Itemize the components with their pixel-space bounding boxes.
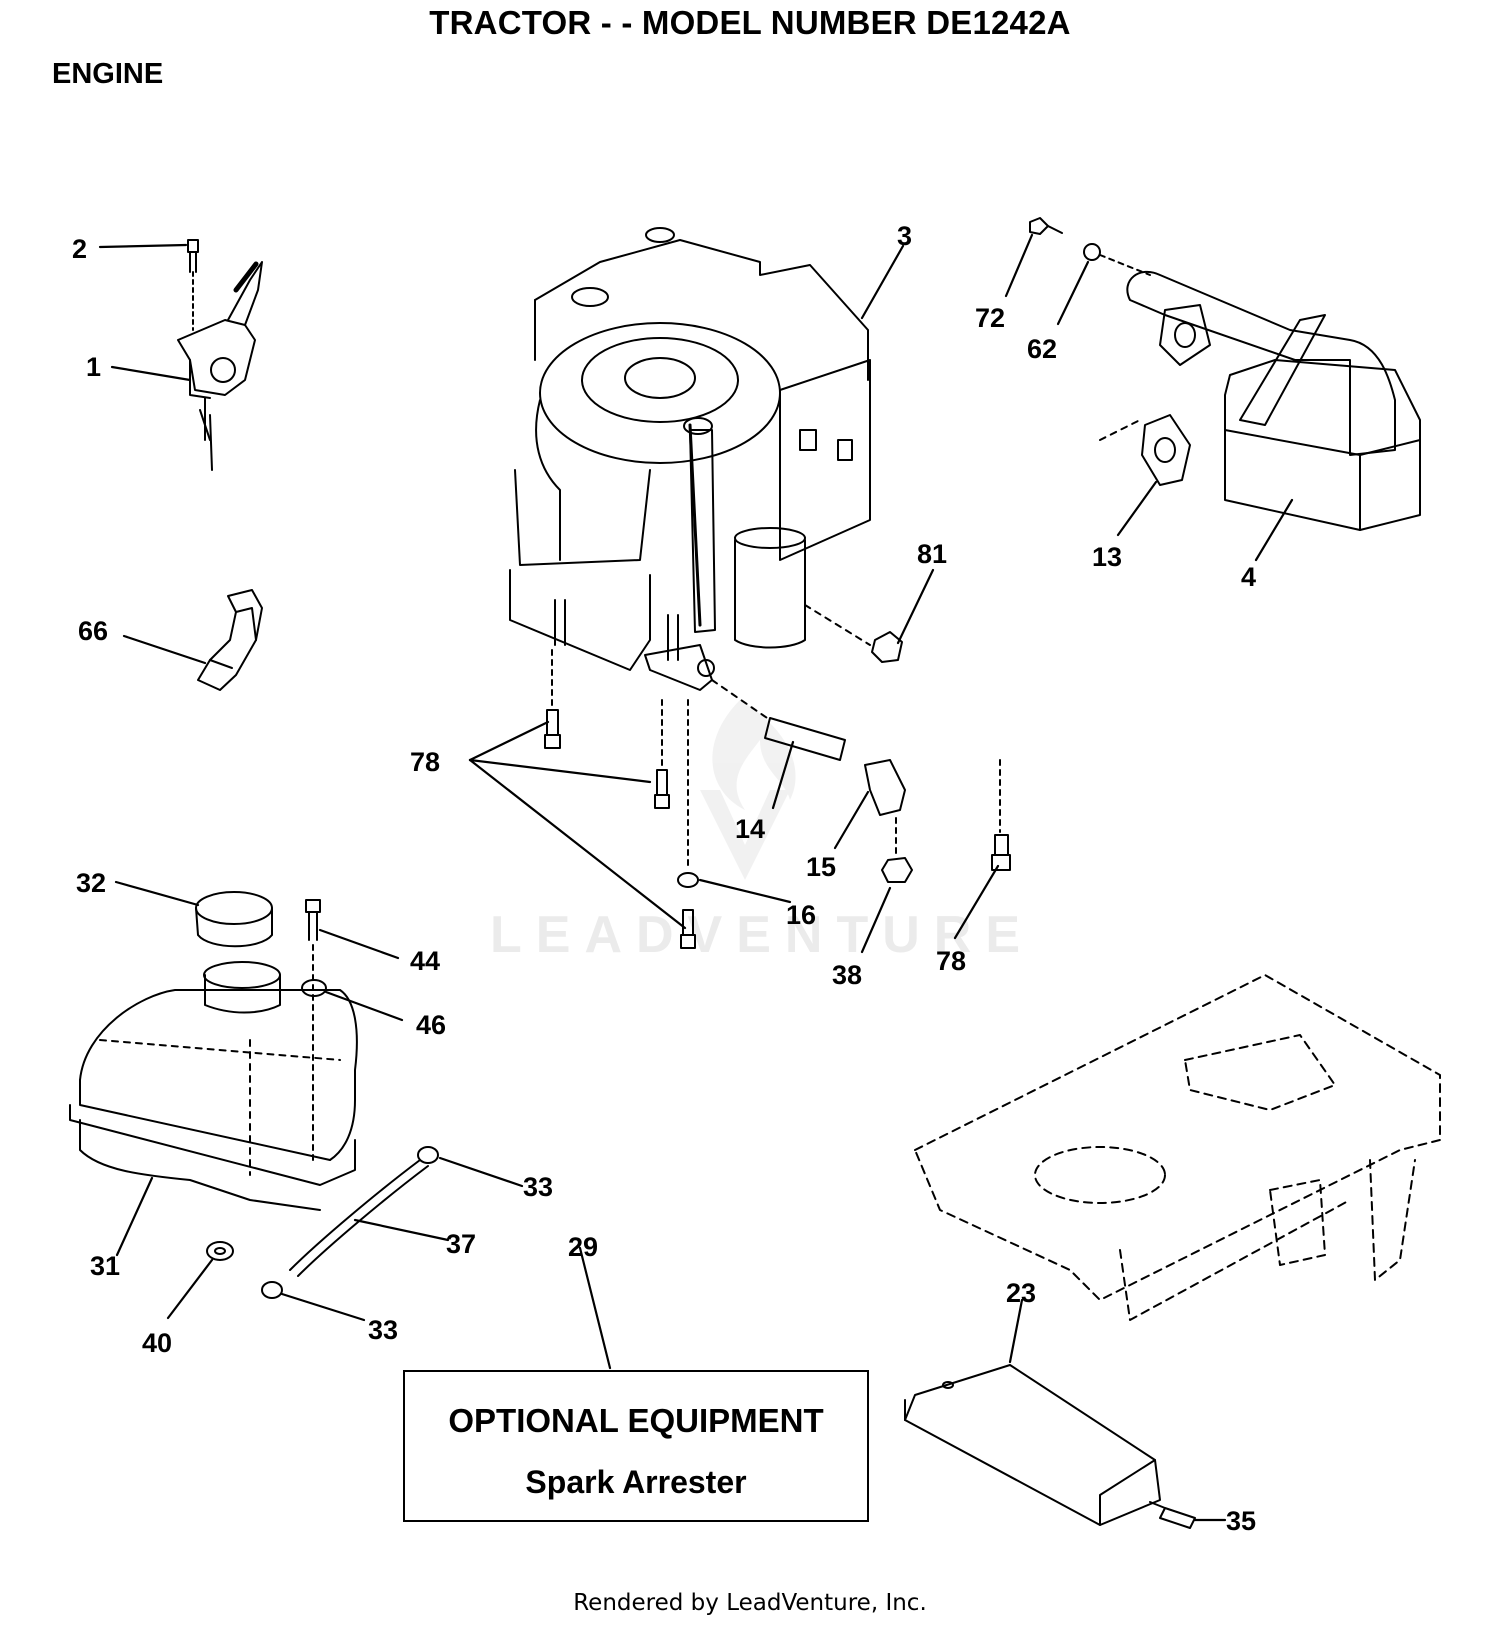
washer-part-16 [677,872,699,888]
callout-23: 23 [1006,1278,1036,1308]
bolt-part-78d [991,759,1011,871]
watermark-text: LEADVENTURE [490,906,1034,964]
callout-72: 72 [975,303,1005,333]
callout-81: 81 [917,539,947,569]
callout-labels: 2 1 66 3 72 62 13 4 81 78 14 15 16 38 78… [72,221,1256,1536]
bolt-part-78a [544,649,561,749]
spark-arrester-part-23 [904,1364,1161,1526]
callout-62: 62 [1027,334,1057,364]
callout-14: 14 [735,814,765,844]
callout-35: 35 [1226,1506,1256,1536]
callout-29: 29 [568,1232,598,1262]
callout-1: 1 [86,352,101,382]
clamp-part-33a [417,1146,439,1164]
callout-2: 2 [72,234,87,264]
footer-credit: Rendered by LeadVenture, Inc. [573,1590,927,1616]
gasket-part-13 [1099,414,1191,486]
optional-equipment-box: OPTIONAL EQUIPMENT Spark Arrester [403,1370,869,1522]
page-title: TRACTOR - - MODEL NUMBER DE1242A [429,4,1071,41]
grommet-part-40 [206,1241,234,1261]
fuel-tank-part-31 [69,961,358,1211]
callout-44: 44 [410,946,440,976]
screw-part-44 [305,899,321,1161]
fuel-cap-part-32 [195,891,273,948]
spark-arrester-label: Spark Arrester [525,1464,747,1500]
section-heading: ENGINE [52,58,164,90]
tractor-frame [914,974,1441,1321]
callout-40: 40 [142,1328,172,1358]
bolt-part-72 [1029,217,1063,235]
screw-part-35 [1149,1501,1196,1529]
plug-part-38 [881,817,913,883]
engine-part-3 [509,227,871,691]
callout-15: 15 [806,852,836,882]
callout-33-lower: 33 [368,1315,398,1345]
callout-37: 37 [446,1229,476,1259]
callout-66: 66 [78,616,108,646]
callout-78-left: 78 [410,747,440,777]
callout-13: 13 [1092,542,1122,572]
callout-32: 32 [76,868,106,898]
throttle-control-part [177,239,263,471]
callout-33-upper: 33 [523,1172,553,1202]
callout-46: 46 [416,1010,446,1040]
clip-part-66 [197,589,263,691]
leader-lines [98,233,1294,1522]
fuel-hose-part-37 [289,1159,429,1277]
nut-part-81 [804,604,903,663]
pipe-part-14 [711,679,846,761]
callout-4: 4 [1241,562,1256,592]
optional-equipment-title: OPTIONAL EQUIPMENT [448,1402,824,1439]
clamp-part-33b [261,1281,283,1299]
watermark-logo [700,700,796,880]
callout-3: 3 [897,221,912,251]
bolt-part-78c [680,699,696,949]
muffler-part-4 [1126,270,1421,531]
callout-38: 38 [832,960,862,990]
washer-part-46 [301,979,327,997]
callout-78-right: 78 [936,946,966,976]
callout-31: 31 [90,1251,120,1281]
elbow-part-15 [864,759,906,816]
washer-part-62 [1083,243,1151,276]
bolt-part-78b [654,699,670,809]
callout-16: 16 [786,900,816,930]
